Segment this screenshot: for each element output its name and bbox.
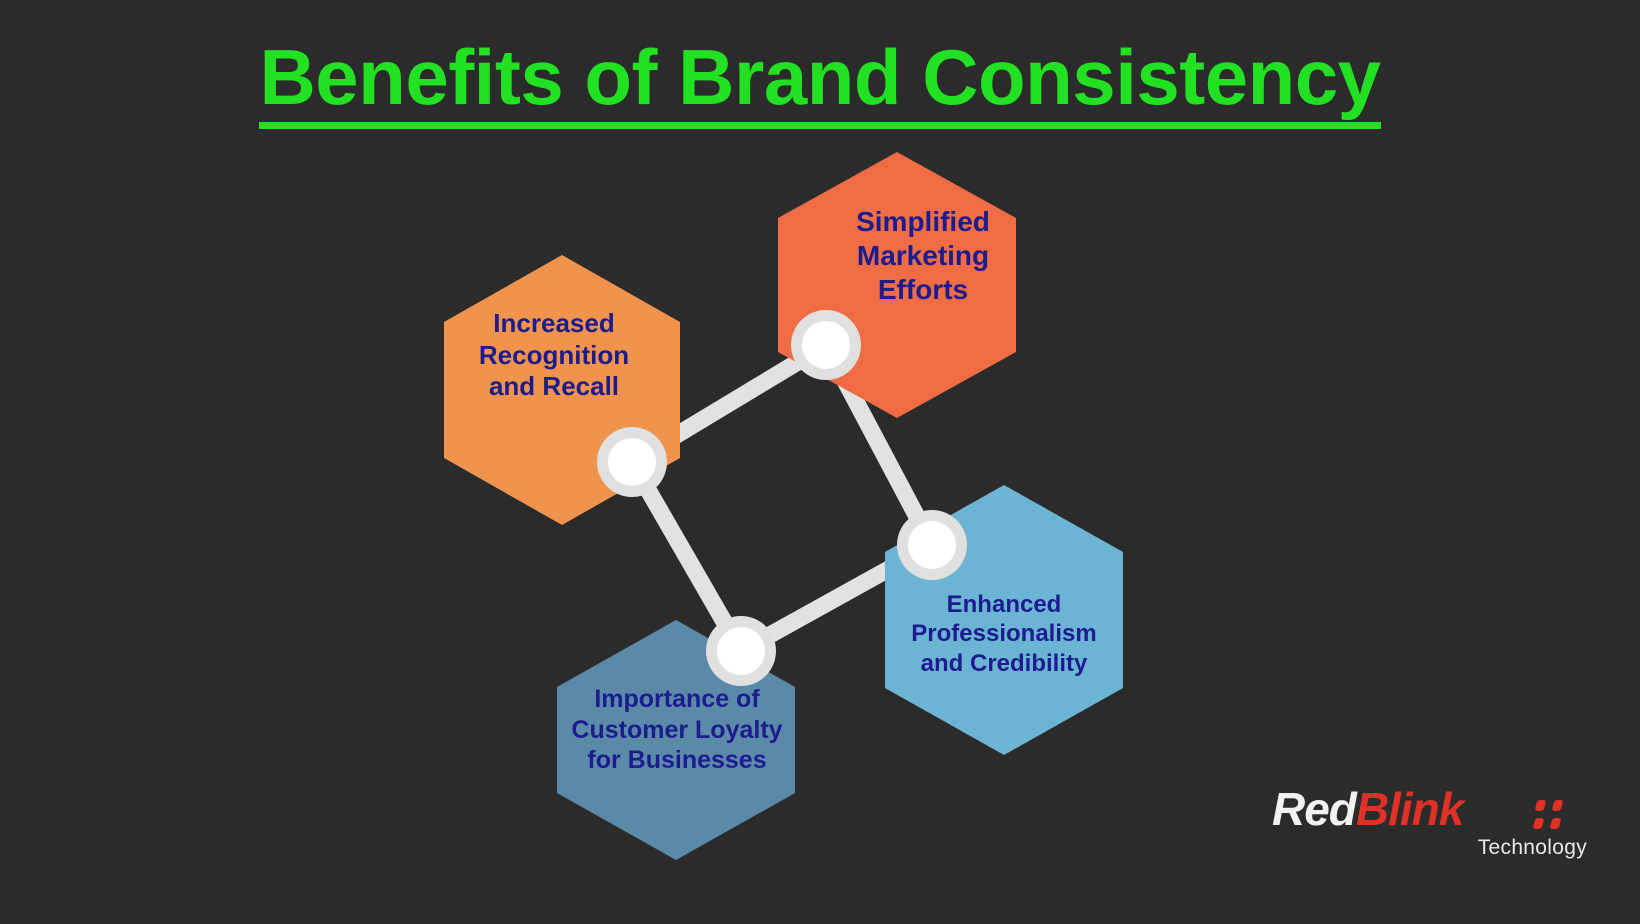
connector-node-professionalism[interactable]	[897, 510, 967, 580]
connector-loyalty-to-recognition	[623, 453, 750, 660]
connector-node-marketing[interactable]	[791, 310, 861, 380]
connector-nodes	[597, 310, 967, 686]
logo-word-red: Red	[1272, 783, 1357, 835]
logo-dots-icon	[1532, 800, 1574, 834]
connector-node-loyalty[interactable]	[706, 616, 776, 686]
logo-word-blink: Blink	[1355, 783, 1464, 835]
page-title-text: Benefits of Brand Consistency	[259, 38, 1381, 129]
connector-node-recognition[interactable]	[597, 427, 667, 497]
logo-wordmark: RedBlink	[1272, 783, 1464, 835]
hexagon-marketing[interactable]	[778, 152, 1016, 418]
redblink-logo[interactable]: RedBlink Technology	[1272, 786, 1602, 882]
page-title: Benefits of Brand Consistency	[0, 38, 1640, 129]
logo-tagline: Technology	[1477, 836, 1587, 859]
